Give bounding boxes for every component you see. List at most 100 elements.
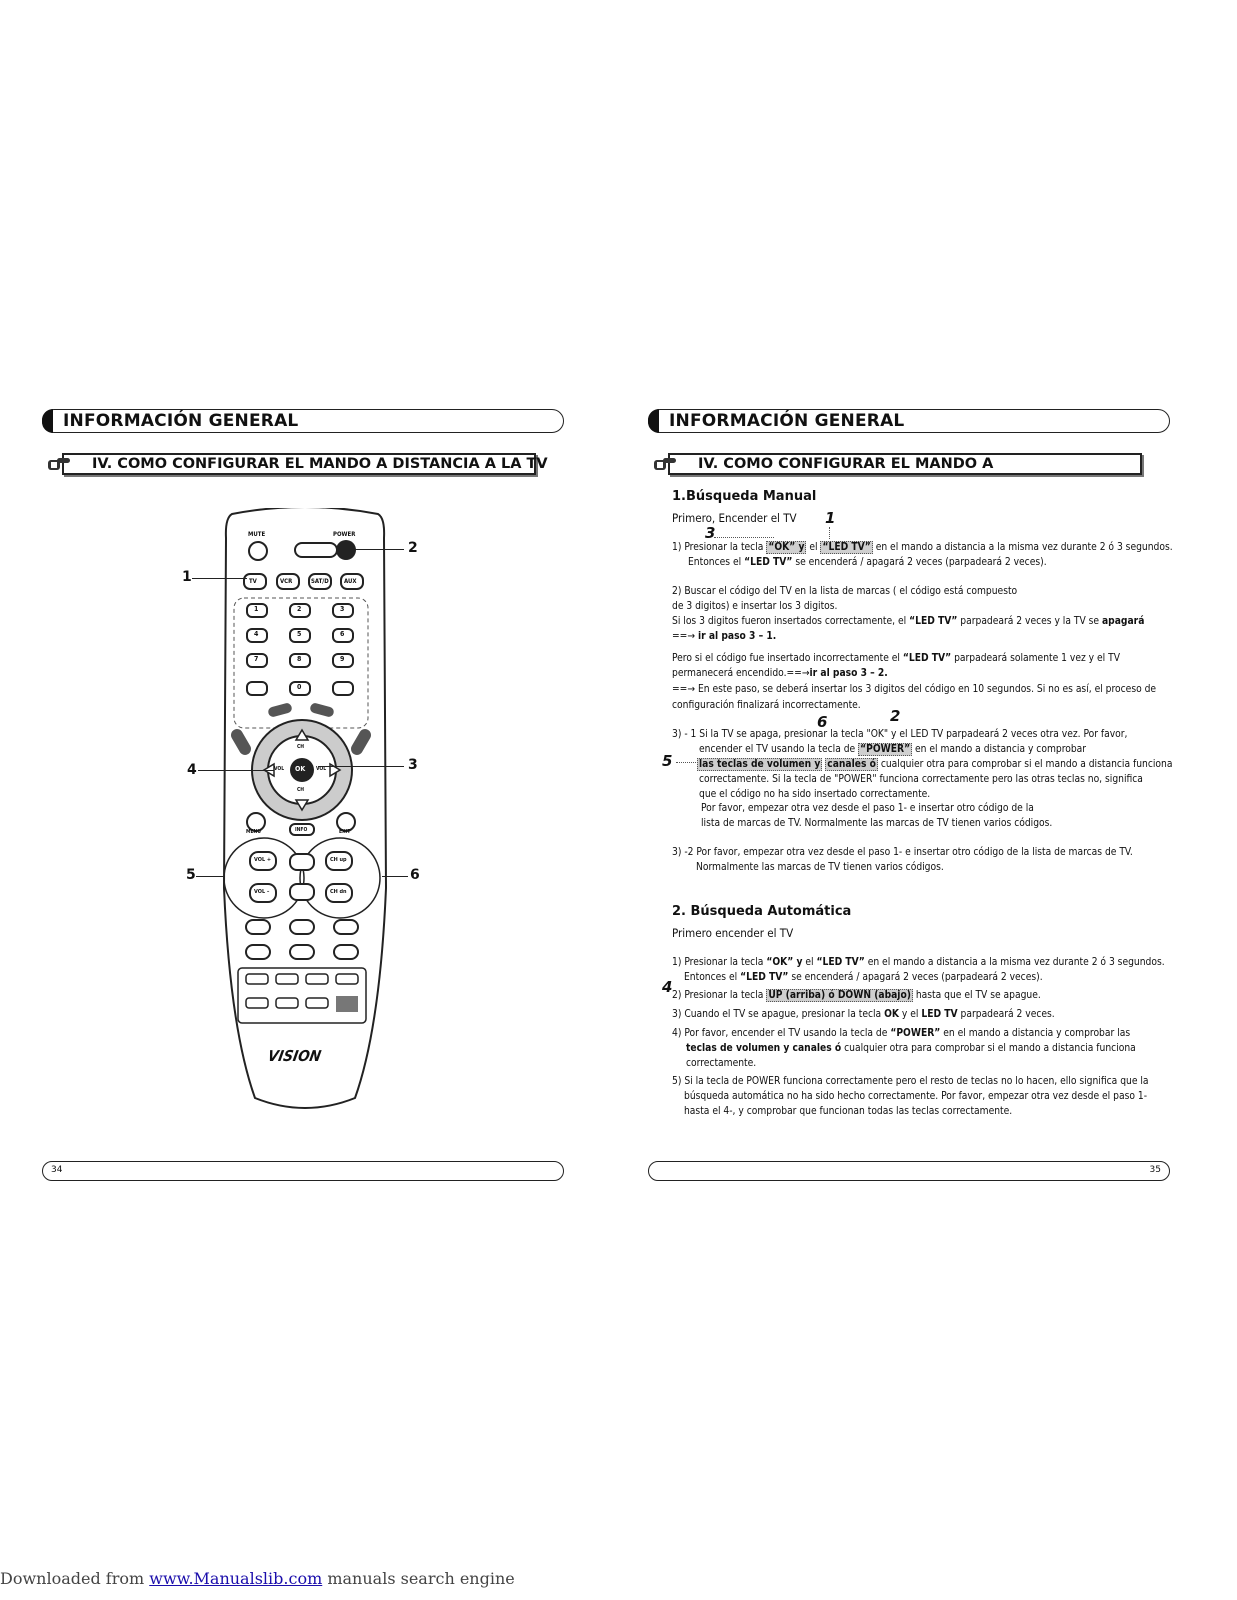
key-channels: canales ó (825, 758, 878, 771)
hand-pointer-icon (48, 458, 70, 470)
left-section-label: IV. COMO CONFIGURAR EL MANDO A DISTANCIA… (92, 456, 548, 472)
auto-step4-line1: 4) Por favor, encender el TV usando la t… (672, 1028, 1131, 1039)
remote-digit-1: 1 (254, 605, 259, 613)
auto-step1-line1: 1) Presionar la tecla “OK” y el “LED TV”… (672, 957, 1165, 968)
remote-mute-label: MUTE (248, 531, 266, 538)
manual-step32-line1: 3) -2 Por favor, empezar otra vez desde … (672, 847, 1133, 858)
download-footer: Downloaded from www.Manualslib.com manua… (0, 1569, 515, 1588)
remote-vol-right-label: VOL (316, 766, 327, 772)
auto-step4-line3: correctamente. (686, 1058, 757, 1069)
manualslib-link[interactable]: www.Manualslib.com (149, 1569, 323, 1588)
callout-line-6 (382, 876, 408, 877)
hand-pointer-icon (654, 458, 676, 470)
callout-1: 1 (182, 569, 192, 585)
callout-6: 6 (410, 867, 420, 883)
remote-menu-label: MENU (246, 829, 261, 835)
marker-3-line (714, 537, 774, 538)
marker-1: 1 (825, 509, 836, 527)
remote-digit-4: 4 (254, 630, 259, 638)
manual-step31-line6: Por favor, empezar otra vez desde el pas… (701, 803, 1034, 814)
key-led-tv: “LED TV” (820, 541, 873, 554)
remote-source-aux: AUX (344, 578, 357, 585)
auto-step5-line2: búsqueda automática no ha sido hecho cor… (684, 1091, 1147, 1102)
manual-step2-line1: 2) Buscar el código del TV en la lista d… (672, 586, 1018, 597)
right-header-title: INFORMACIÓN GENERAL (669, 411, 905, 431)
auto-search-title: 2. Búsqueda Automática (672, 904, 852, 919)
left-page-number: 34 (51, 1165, 63, 1175)
manual-step2-line3: Si los 3 digitos fueron insertados corre… (672, 616, 1145, 627)
callout-line-3 (318, 766, 404, 767)
marker-6: 6 (817, 713, 828, 731)
right-section-label: IV. COMO CONFIGURAR EL MANDO A (698, 456, 994, 472)
auto-intro: Primero encender el TV (672, 926, 794, 940)
remote-info-label: INFO (295, 827, 308, 833)
key-ok: “OK” y (766, 541, 807, 554)
left-header-title: INFORMACIÓN GENERAL (63, 411, 299, 431)
remote-source-sat: SAT/D (311, 578, 329, 585)
remote-digit-8: 8 (297, 655, 302, 663)
remote-digit-5: 5 (297, 630, 302, 638)
right-page-header: INFORMACIÓN GENERAL (648, 409, 1170, 433)
manual-step32-line2: Normalmente las marcas de TV tienen vari… (696, 862, 944, 873)
auto-step2: 2) Presionar la tecla UP (arriba) ó DOWN… (672, 989, 1041, 1002)
marker-5: 5 (662, 752, 673, 770)
remote-ch-down-btn-label: CH dn (330, 889, 347, 895)
key-volume: las teclas de volumen y (697, 758, 823, 771)
remote-exit-label: EXIT (339, 829, 351, 835)
remote-digit-6: 6 (340, 630, 345, 638)
remote-digit-3: 3 (340, 605, 345, 613)
auto-step5-line1: 5) Si la tecla de POWER funciona correct… (672, 1076, 1149, 1087)
remote-brand-logo: VISION (266, 1047, 323, 1065)
remote-ok-label: OK (295, 765, 306, 773)
footer-suffix: manuals search engine (322, 1569, 515, 1588)
manual-step2-line8: configuración finalizará incorrectamente… (672, 700, 861, 711)
manual-step2-line6: permanecerá encendido.==→ir al paso 3 – … (672, 668, 888, 679)
manual-step31-line5: que el código no ha sido insertado corre… (699, 789, 931, 800)
manual-step31-line2: encender el TV usando la tecla de “POWER… (699, 743, 1087, 756)
remote-ch-up-label: CH (297, 744, 305, 750)
remote-digit-0: 0 (297, 683, 302, 691)
remote-source-vcr: VCR (280, 578, 293, 585)
remote-power-label: POWER (333, 531, 356, 538)
manual-step2-line2: de 3 digitos) e insertar los 3 digitos. (672, 601, 838, 612)
key-power: “POWER” (858, 743, 913, 756)
remote-ch-down-label: CH (297, 787, 305, 793)
manual-search-title: 1.Búsqueda Manual (672, 489, 817, 504)
callout-line-4 (198, 770, 274, 771)
callout-5: 5 (186, 867, 196, 883)
auto-step3: 3) Cuando el TV se apague, presionar la … (672, 1009, 1055, 1020)
key-up-down: UP (arriba) ó DOWN (abajo) (766, 989, 913, 1002)
manual-step2-line5: Pero si el código fue insertado incorrec… (672, 653, 1120, 664)
manual-step31-line3: las teclas de volumen y canales ó cualqu… (697, 758, 1173, 771)
callout-2: 2 (408, 540, 418, 556)
remote-digit-2: 2 (297, 605, 302, 613)
remote-vol-plus-label: VOL + (254, 857, 271, 863)
manual-step1-line1: 1) Presionar la tecla “OK” y el “LED TV”… (672, 541, 1173, 554)
manual-step1-line2: Entonces el “LED TV” se encenderá / apag… (688, 557, 1047, 568)
right-page-number: 35 (1149, 1165, 1161, 1175)
remote-digit-9: 9 (340, 655, 345, 663)
auto-step1-line2: Entonces el “LED TV” se encenderá / apag… (684, 972, 1043, 983)
marker-3: 3 (705, 524, 716, 542)
manual-step31-line4: correctamente. Si la tecla de "POWER" fu… (699, 774, 1143, 785)
left-page-header: INFORMACIÓN GENERAL (42, 409, 564, 433)
auto-step4-line2: teclas de volumen y canales ó cualquier … (686, 1043, 1136, 1054)
auto-step5-line3: hasta el 4-, y comprobar que funcionan t… (684, 1106, 1013, 1117)
callout-line-5 (196, 876, 224, 877)
manual-step31-line7: lista de marcas de TV. Normalmente las m… (701, 818, 1053, 829)
callout-3: 3 (408, 757, 418, 773)
callout-line-2 (352, 549, 404, 550)
marker-2: 2 (890, 707, 901, 725)
left-page-footer: 34 (42, 1161, 564, 1181)
right-section-title: IV. COMO CONFIGURAR EL MANDO A (654, 453, 1142, 475)
marker-5-line (676, 762, 696, 763)
marker-4: 4 (662, 978, 673, 996)
remote-vol-minus-label: VOL – (254, 889, 270, 895)
callout-4: 4 (187, 762, 197, 778)
footer-prefix: Downloaded from (0, 1569, 150, 1588)
left-section-title: IV. COMO CONFIGURAR EL MANDO A DISTANCIA… (48, 453, 548, 475)
manual-step2-line4: ==→ ir al paso 3 – 1. (672, 631, 777, 642)
remote-vol-left-label: VOL (274, 766, 285, 772)
right-page-footer: 35 (648, 1161, 1170, 1181)
callout-line-1 (192, 578, 247, 579)
